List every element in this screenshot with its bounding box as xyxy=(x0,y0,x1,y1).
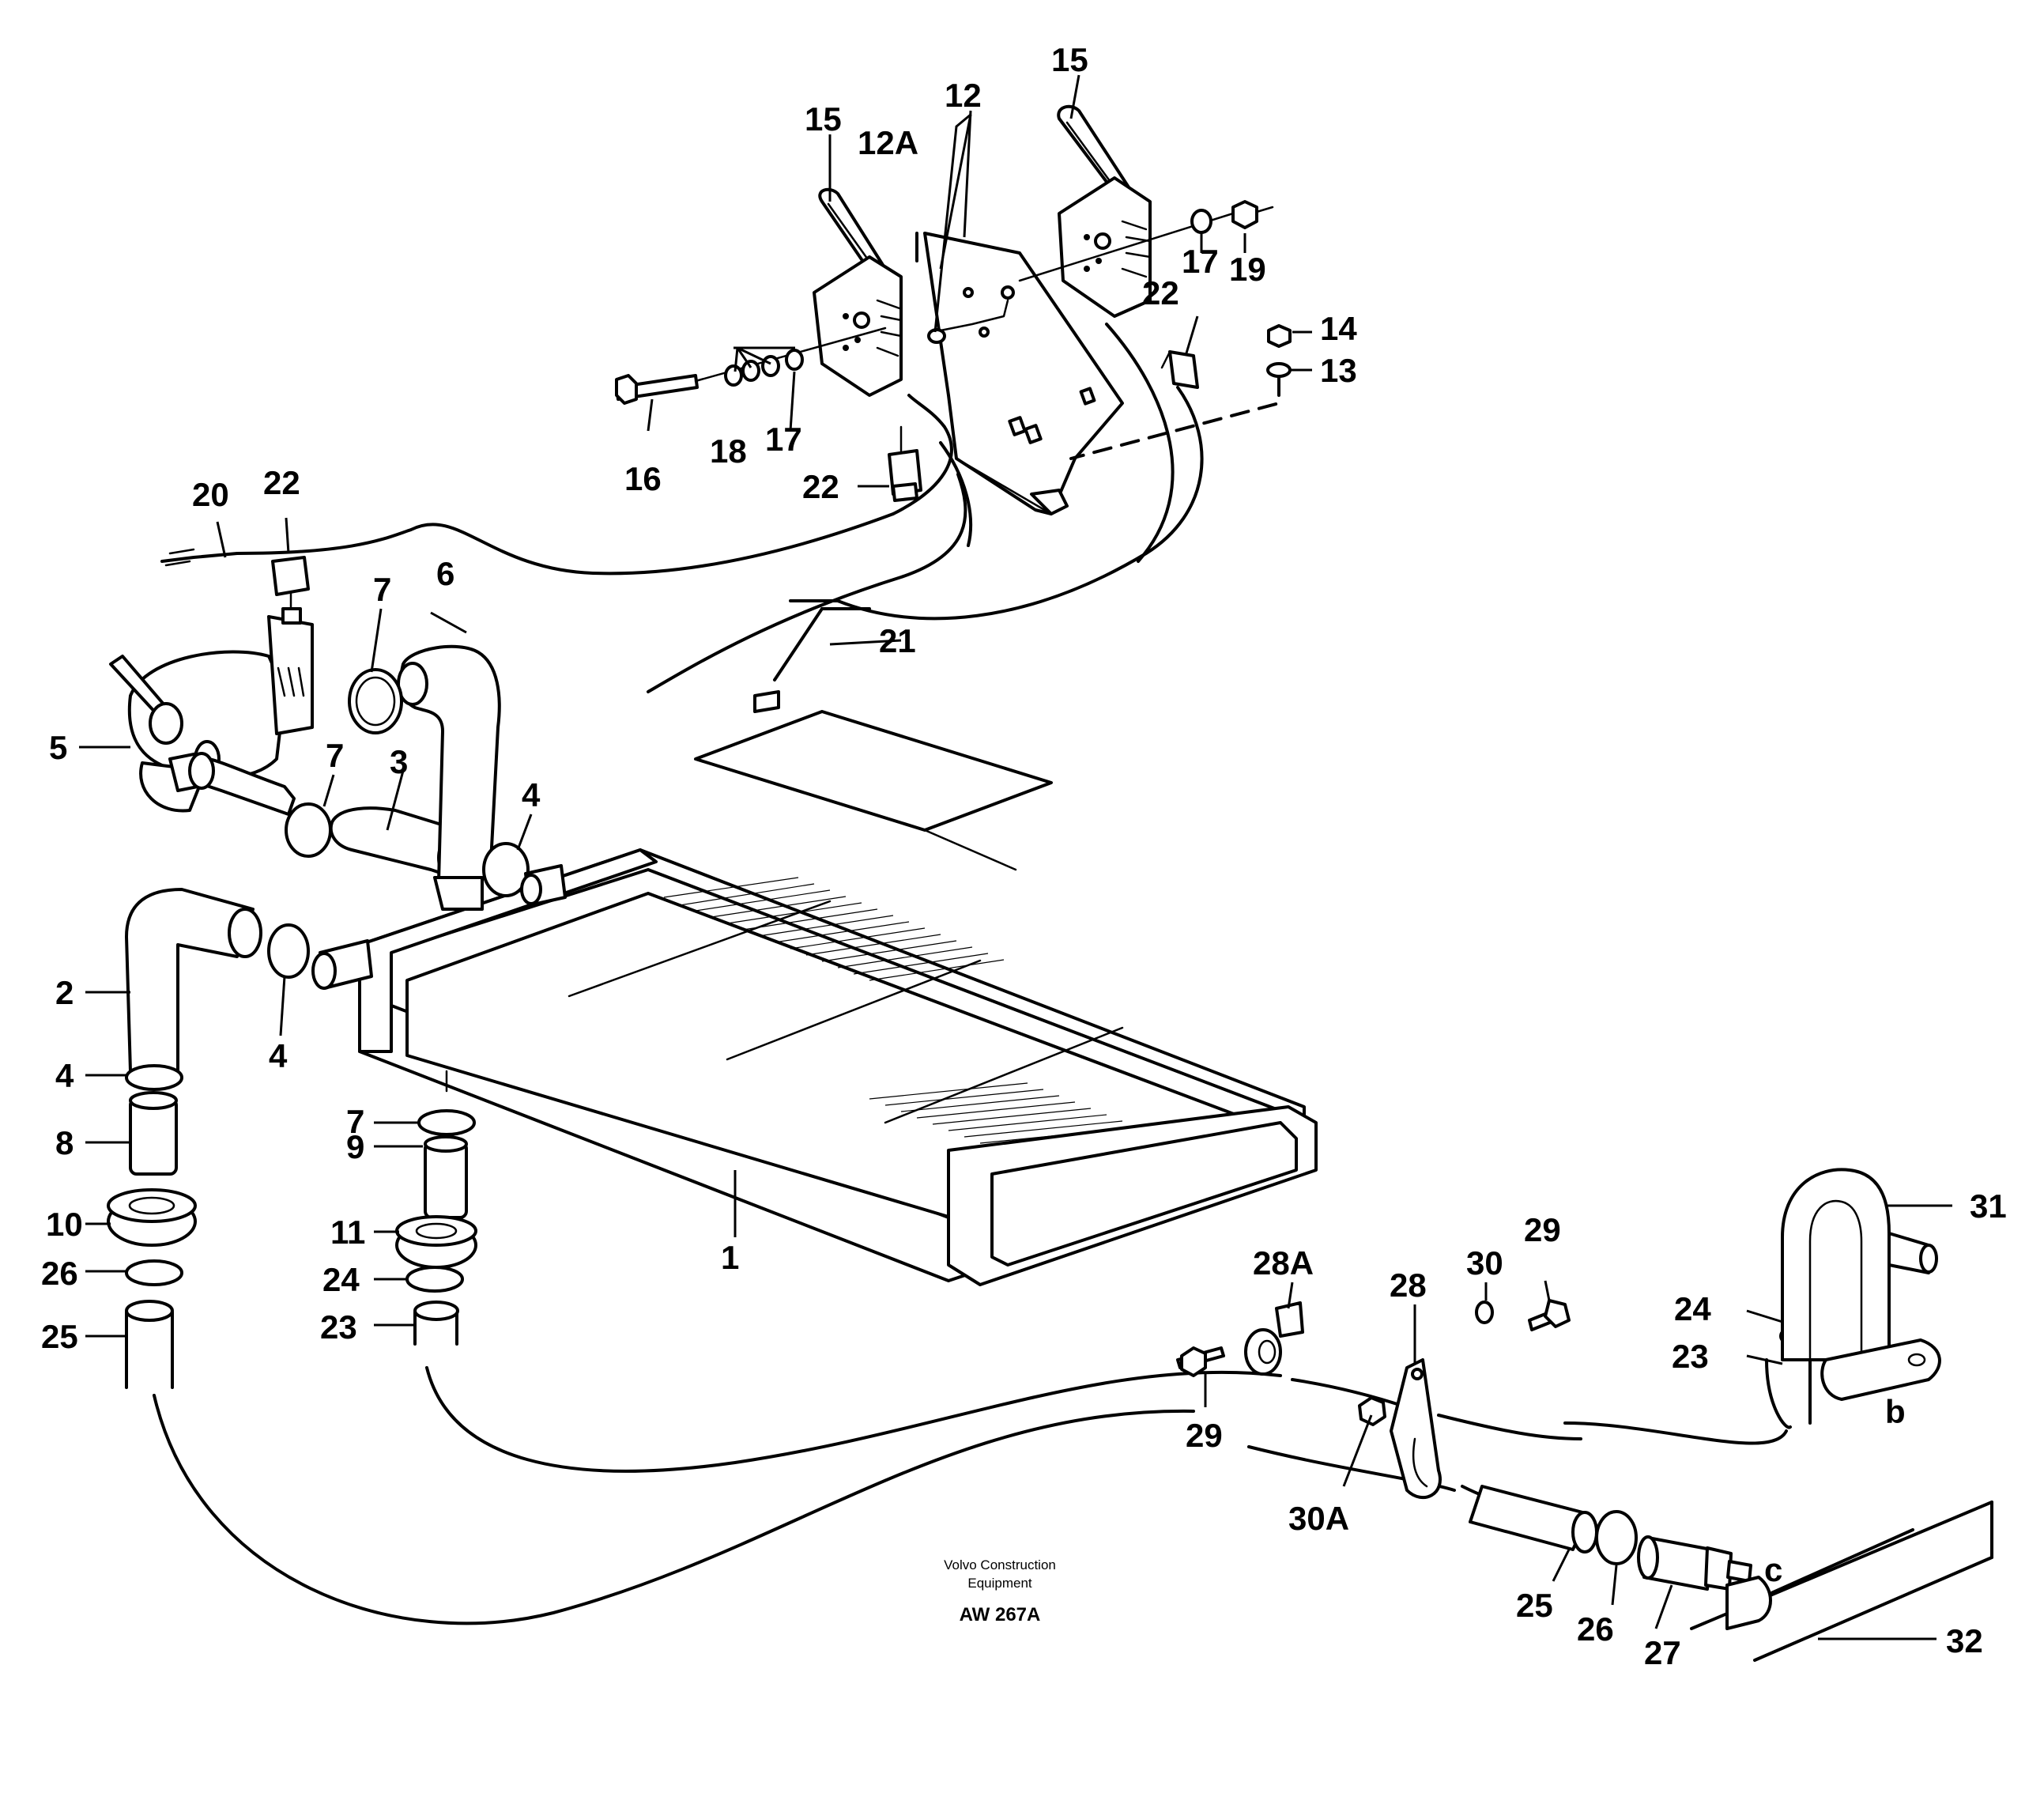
callout-22-valve: 22 xyxy=(263,464,300,501)
callout-31: 31 xyxy=(1970,1187,2007,1225)
pipe-31 xyxy=(1765,1168,1941,1429)
clip-28a xyxy=(1244,1301,1304,1376)
callout-30a: 30A xyxy=(1288,1500,1349,1537)
callout-17-left: 17 xyxy=(765,421,802,458)
credit-line-2: Equipment xyxy=(967,1576,1032,1591)
callout-29-right: 29 xyxy=(1524,1211,1561,1248)
callout-5: 5 xyxy=(49,729,67,766)
control-bracket xyxy=(915,232,1124,515)
connector-22-left xyxy=(271,556,310,625)
callout-7-core: 7 xyxy=(346,1103,364,1140)
leader-lines xyxy=(79,74,1952,1640)
callout-30: 30 xyxy=(1466,1244,1503,1282)
callout-26-left: 26 xyxy=(41,1255,78,1292)
callout-26-right: 26 xyxy=(1577,1610,1614,1648)
control-cables xyxy=(160,323,1204,693)
pipe-8 xyxy=(129,1091,178,1176)
callout-20: 20 xyxy=(192,476,229,513)
callout-32: 32 xyxy=(1946,1622,1983,1659)
callout-25-left: 25 xyxy=(41,1318,78,1355)
callout-9: 9 xyxy=(346,1128,364,1165)
callout-28: 28 xyxy=(1390,1267,1427,1304)
callout-23-left: 23 xyxy=(320,1308,357,1346)
callout-24-right: 24 xyxy=(1674,1290,1711,1327)
callout-28a: 28A xyxy=(1253,1244,1314,1282)
callout-4-valve: 4 xyxy=(522,776,541,814)
tank-32 xyxy=(1690,1501,1993,1662)
callout-1: 1 xyxy=(721,1239,739,1276)
callout-13: 13 xyxy=(1320,352,1357,389)
callout-22-right: 22 xyxy=(1142,274,1179,311)
callout-b: b xyxy=(1885,1393,1906,1430)
callout-7-top: 7 xyxy=(373,571,391,608)
bolts-29 xyxy=(1176,1299,1571,1377)
heater-core xyxy=(358,848,1318,1286)
mounting-plate xyxy=(694,690,1053,871)
credit-line-1: Volvo Construction xyxy=(944,1557,1056,1572)
callout-14: 14 xyxy=(1320,310,1357,347)
pipe-bottom-left-link xyxy=(188,752,296,816)
grommet-11 xyxy=(395,1215,477,1269)
callout-10: 10 xyxy=(46,1206,83,1243)
callout-12: 12 xyxy=(945,77,982,114)
callout-16: 16 xyxy=(624,460,662,497)
long-hose-23 xyxy=(413,1301,1788,1516)
fitting-27 xyxy=(1637,1535,1752,1591)
callout-15-right: 15 xyxy=(1051,41,1088,78)
callout-25-right: 25 xyxy=(1516,1587,1553,1624)
connector-22-bottom xyxy=(888,425,922,502)
callout-29-left: 29 xyxy=(1186,1417,1223,1454)
control-valve xyxy=(109,615,314,813)
washer-30 xyxy=(1475,1301,1494,1324)
callout-7-mid: 7 xyxy=(326,737,344,774)
clip-28 xyxy=(1390,1358,1442,1500)
elbow-hose-2 xyxy=(125,888,262,1073)
knob-left xyxy=(813,187,903,397)
callout-17-right: 17 xyxy=(1182,243,1219,280)
connector-22-right xyxy=(1160,350,1199,389)
core-stubs xyxy=(311,864,567,990)
callout-4-lower: 4 xyxy=(55,1057,74,1094)
drawing-code: AW 267A xyxy=(960,1604,1041,1625)
nut-30a xyxy=(1358,1396,1386,1426)
callout-21: 21 xyxy=(879,622,916,659)
grommet-10 xyxy=(107,1188,197,1247)
callout-24-left: 24 xyxy=(322,1261,360,1298)
callout-4-core: 4 xyxy=(269,1037,288,1074)
callout-23-right: 23 xyxy=(1672,1338,1709,1375)
callout-27: 27 xyxy=(1644,1634,1681,1671)
callout-19: 19 xyxy=(1229,251,1266,288)
hose-6 xyxy=(397,644,501,883)
shaft-fasteners xyxy=(615,200,1292,460)
callout-2: 2 xyxy=(55,974,74,1011)
drawing-credit: Volvo Construction Equipment AW 267A xyxy=(944,1557,1056,1625)
pipe-9 xyxy=(424,1135,468,1219)
callout-12a: 12A xyxy=(858,124,918,161)
callout-6: 6 xyxy=(436,555,454,592)
callout-3: 3 xyxy=(390,743,408,780)
knob-right xyxy=(1057,104,1152,318)
callout-15-left: 15 xyxy=(805,100,842,138)
callout-c: c xyxy=(1764,1551,1782,1588)
hose-25-end xyxy=(1469,1485,1598,1553)
callout-11: 11 xyxy=(330,1214,365,1251)
long-hose-25 xyxy=(125,1300,1551,1625)
callout-8: 8 xyxy=(55,1124,74,1161)
callout-22-bracket: 22 xyxy=(802,468,839,505)
callout-18: 18 xyxy=(710,432,747,470)
callout-labels: 1 2 3 4 4 4 5 6 7 7 7 8 9 10 11 12 12A 1… xyxy=(41,41,2007,1671)
